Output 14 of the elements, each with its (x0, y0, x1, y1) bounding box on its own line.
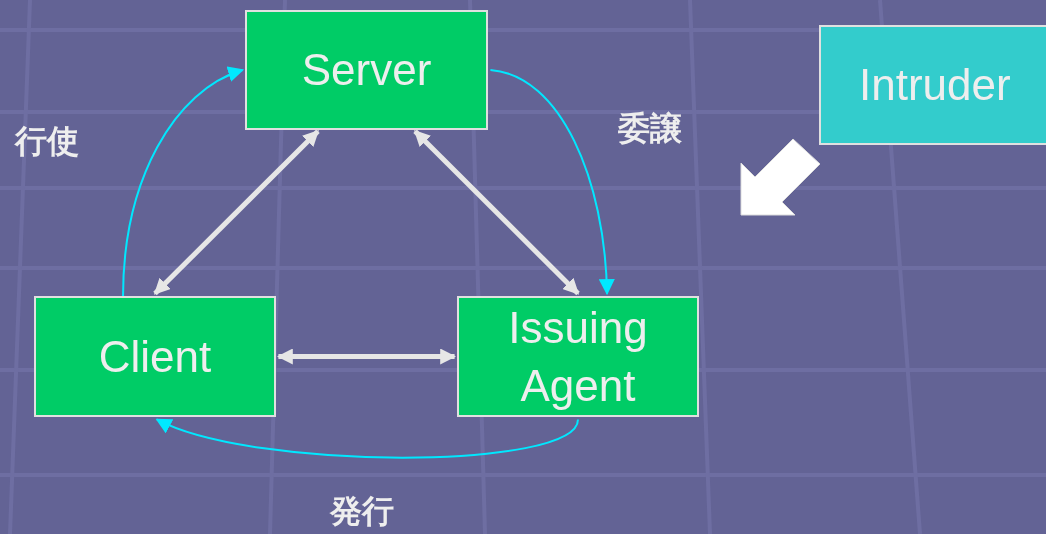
arrow (122, 67, 245, 297)
arrow (276, 348, 457, 365)
edge-label: 行使 (15, 125, 79, 157)
arrow (155, 417, 579, 459)
arrow (489, 69, 615, 296)
arrow (153, 129, 320, 296)
agent-box: Issuing Agent (457, 296, 699, 417)
edge-label: 委譲 (618, 112, 682, 144)
arrow (413, 129, 580, 296)
server-box: Server (245, 10, 488, 130)
intruder-box: Intruder (819, 25, 1046, 145)
edge-label: 発行 (330, 495, 394, 527)
client-box: Client (34, 296, 276, 417)
block-arrow (740, 138, 821, 216)
